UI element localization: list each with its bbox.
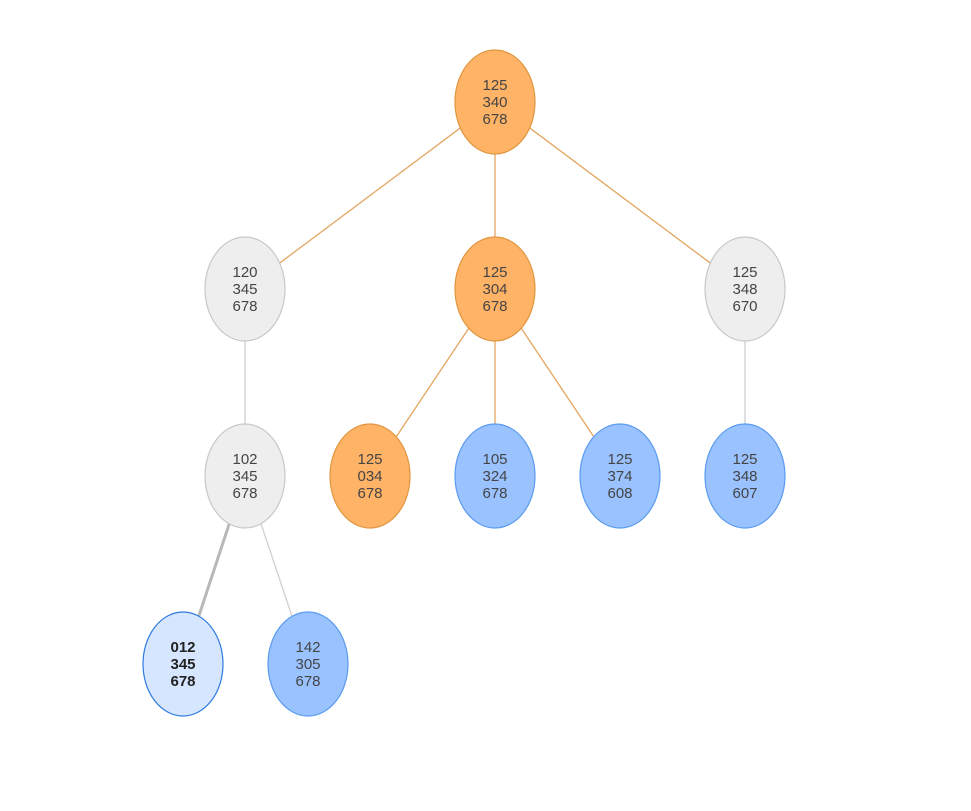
node-label-line-1: 125 — [357, 451, 382, 468]
node-ellipse — [579, 423, 661, 529]
node-label-line-1: 125 — [607, 451, 632, 468]
nodes-layer: 1253406781203456781253046781253486701023… — [142, 49, 786, 717]
node-label-line-3: 678 — [357, 485, 382, 502]
node-label-line-1: 125 — [482, 264, 507, 281]
node-ellipse — [704, 423, 786, 529]
node-label-line-2: 345 — [232, 281, 257, 298]
node-ellipse — [204, 423, 286, 529]
node-label-line-2: 324 — [482, 468, 507, 485]
node-label-line-1: 012 — [170, 639, 195, 656]
edges-layer — [197, 127, 746, 618]
node-label-line-1: 105 — [482, 451, 507, 468]
node-label-line-2: 304 — [482, 281, 507, 298]
edge-n102345678-n012345678 — [197, 522, 231, 618]
node-label-line-1: 102 — [232, 451, 257, 468]
node-label-line-3: 678 — [482, 485, 507, 502]
node-label-line-3: 678 — [170, 673, 195, 690]
node-ellipse — [454, 49, 536, 155]
node-label-line-3: 678 — [232, 298, 257, 315]
node-label-line-2: 340 — [482, 94, 507, 111]
node-label-line-3: 678 — [295, 673, 320, 690]
node-label-line-3: 678 — [232, 485, 257, 502]
node-label-line-2: 345 — [232, 468, 257, 485]
node-label-line-2: 034 — [357, 468, 382, 485]
node-label-line-3: 678 — [482, 298, 507, 315]
node-label-line-1: 142 — [295, 639, 320, 656]
node-ellipse — [267, 611, 349, 717]
node-ellipse — [329, 423, 411, 529]
edge-n125304678-n125034678 — [395, 327, 470, 438]
node-label-line-1: 125 — [732, 264, 757, 281]
node-label-line-3: 607 — [732, 485, 757, 502]
node-ellipse — [704, 236, 786, 342]
node-label-line-3: 678 — [482, 111, 507, 128]
node-label-line-2: 348 — [732, 281, 757, 298]
node-label-line-3: 608 — [607, 485, 632, 502]
node-ellipse — [454, 236, 536, 342]
node-ellipse — [454, 423, 536, 529]
node-label-line-1: 125 — [732, 451, 757, 468]
node-label-line-2: 374 — [607, 468, 632, 485]
node-label-line-3: 670 — [732, 298, 757, 315]
node-label-line-2: 348 — [732, 468, 757, 485]
node-label-line-1: 125 — [482, 77, 507, 94]
edge-n102345678-n142305678 — [260, 523, 293, 617]
edge-n125340678-n125348670 — [529, 127, 711, 264]
node-label-line-2: 345 — [170, 656, 195, 673]
node-ellipse — [204, 236, 286, 342]
node-ellipse — [142, 611, 224, 717]
node-label-line-2: 305 — [295, 656, 320, 673]
edge-n125304678-n125374608 — [520, 327, 595, 438]
edge-n125340678-n120345678 — [279, 127, 461, 264]
node-label-line-1: 120 — [232, 264, 257, 281]
